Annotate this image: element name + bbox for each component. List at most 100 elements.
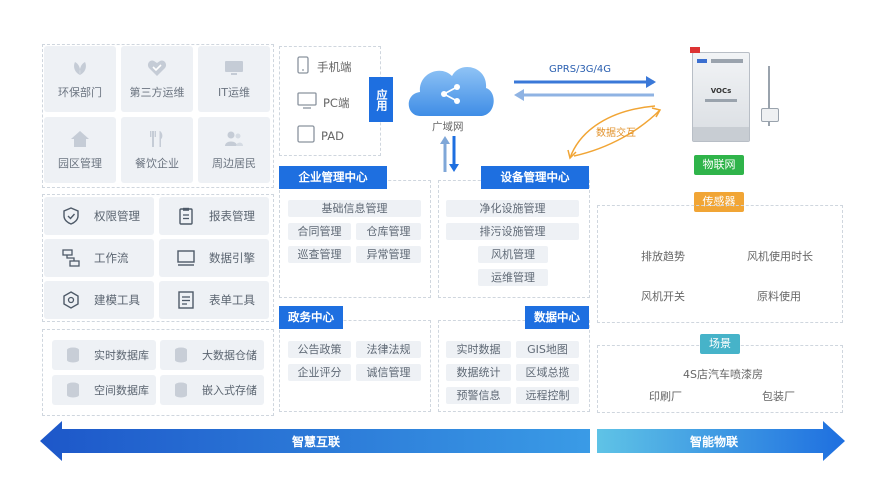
storage-realtime-db[interactable]: 实时数据库 xyxy=(52,340,156,370)
device-brand: VOCs xyxy=(710,87,732,95)
enterprise-item[interactable]: 基础信息管理 xyxy=(288,200,421,217)
dept-tile-it[interactable]: IT运维 xyxy=(198,46,270,112)
client-label: PC端 xyxy=(323,95,350,110)
scene-item: 4S店汽车喷漆房 xyxy=(683,368,763,381)
device-title: 设备管理中心 xyxy=(481,166,589,189)
client-label: PAD xyxy=(321,128,344,143)
device-item[interactable]: 风机管理 xyxy=(478,246,548,263)
storage-label: 空间数据库 xyxy=(94,384,149,397)
gov-panel xyxy=(279,320,431,412)
gov-item[interactable]: 诚信管理 xyxy=(356,364,421,381)
home-icon xyxy=(69,130,91,148)
dept-label: IT运维 xyxy=(218,85,250,99)
dept-tile-residents[interactable]: 周边居民 xyxy=(198,117,270,183)
sensor-panel xyxy=(597,205,843,323)
tool-label: 权限管理 xyxy=(94,209,140,223)
storage-embedded[interactable]: 嵌入式存储 xyxy=(160,375,264,405)
tablet-icon xyxy=(297,125,315,146)
clipboard-icon xyxy=(171,207,201,225)
tool-form[interactable]: 表单工具 xyxy=(159,281,269,319)
enterprise-item[interactable]: 仓库管理 xyxy=(356,223,421,240)
enterprise-item[interactable]: 巡查管理 xyxy=(288,246,351,263)
dept-tile-thirdparty[interactable]: 第三方运维 xyxy=(121,46,193,112)
dept-tile-park[interactable]: 园区管理 xyxy=(44,117,116,183)
dept-label: 餐饮企业 xyxy=(135,156,179,170)
storage-spatial-db[interactable]: 空间数据库 xyxy=(52,375,156,405)
updown-arrows xyxy=(440,136,459,172)
dept-tile-environment[interactable]: 环保部门 xyxy=(44,46,116,112)
tool-label: 数据引擎 xyxy=(209,251,255,265)
sensor-probe-head xyxy=(761,108,779,122)
bottom-right-arrow xyxy=(597,421,845,461)
datacenter-item[interactable]: GIS地图 xyxy=(516,341,579,358)
datacenter-item[interactable]: 实时数据 xyxy=(446,341,511,358)
screen-icon xyxy=(171,250,201,266)
scene-title: 场景 xyxy=(700,334,740,354)
storage-label: 嵌入式存储 xyxy=(202,384,257,397)
tool-modeling[interactable]: 建模工具 xyxy=(44,281,154,319)
sensor-item: 风机开关 xyxy=(641,290,685,303)
sensor-probe xyxy=(768,66,770,126)
dept-label: 第三方运维 xyxy=(129,85,185,99)
monitor-icon xyxy=(297,92,317,113)
sensor-item: 排放趋势 xyxy=(641,250,685,263)
app-label: 应用 xyxy=(369,77,393,122)
tool-label: 报表管理 xyxy=(209,209,255,223)
device-top-box xyxy=(690,47,700,53)
datacenter-item[interactable]: 区域总揽 xyxy=(516,364,579,381)
phone-icon xyxy=(297,56,309,77)
client-mobile[interactable]: 手机端 xyxy=(297,56,352,77)
database-icon xyxy=(58,382,88,398)
form-icon xyxy=(171,291,201,309)
gov-item[interactable]: 企业评分 xyxy=(288,364,351,381)
enterprise-item[interactable]: 异常管理 xyxy=(356,246,421,263)
client-pc[interactable]: PC端 xyxy=(297,92,349,113)
client-pad[interactable]: PAD xyxy=(297,125,344,146)
datacenter-title: 数据中心 xyxy=(525,306,589,329)
scene-item: 包装厂 xyxy=(762,390,795,403)
sensor-item: 原料使用 xyxy=(757,290,801,303)
tool-data-engine[interactable]: 数据引擎 xyxy=(159,239,269,277)
storage-bigdata[interactable]: 大数据仓储 xyxy=(160,340,264,370)
device-item[interactable]: 排污设施管理 xyxy=(446,223,579,240)
tool-report[interactable]: 报表管理 xyxy=(159,197,269,235)
cube-icon xyxy=(56,291,86,309)
tool-label: 工作流 xyxy=(94,251,129,265)
gov-title: 政务中心 xyxy=(279,306,343,329)
datacenter-item[interactable]: 数据统计 xyxy=(446,364,511,381)
people-icon xyxy=(223,130,245,148)
workflow-icon xyxy=(56,249,86,267)
iot-label: 物联网 xyxy=(694,155,744,175)
datacenter-item[interactable]: 预警信息 xyxy=(446,387,511,404)
client-label: 手机端 xyxy=(317,59,352,74)
bottom-right-label: 智能物联 xyxy=(690,435,739,449)
leaf-icon xyxy=(69,59,91,77)
gov-item[interactable]: 法律法规 xyxy=(356,341,421,358)
departments-panel xyxy=(42,44,274,188)
device-item[interactable]: 净化设施管理 xyxy=(446,200,579,217)
dept-label: 周边居民 xyxy=(212,156,256,170)
tool-label: 建模工具 xyxy=(94,293,140,307)
tool-workflow[interactable]: 工作流 xyxy=(44,239,154,277)
heart-icon xyxy=(146,59,168,77)
fork-knife-icon xyxy=(146,130,168,148)
dept-tile-catering[interactable]: 餐饮企业 xyxy=(121,117,193,183)
gov-item[interactable]: 公告政策 xyxy=(288,341,351,358)
device-cabinet: VOCs xyxy=(692,52,750,142)
cloud-icon xyxy=(408,66,494,116)
datacenter-panel xyxy=(438,320,590,412)
datacenter-item[interactable]: 远程控制 xyxy=(516,387,579,404)
tool-permission[interactable]: 权限管理 xyxy=(44,197,154,235)
storage-label: 实时数据库 xyxy=(94,349,149,362)
protocol-label: GPRS/3G/4G xyxy=(549,64,612,75)
enterprise-item[interactable]: 合同管理 xyxy=(288,223,351,240)
device-item[interactable]: 运维管理 xyxy=(478,269,548,286)
sensor-title: 传感器 xyxy=(694,192,744,212)
storage-panel xyxy=(42,329,274,416)
cloud-label: 广域网 xyxy=(432,121,464,133)
dept-label: 园区管理 xyxy=(58,156,102,170)
tools-panel xyxy=(42,194,274,322)
shield-icon xyxy=(56,207,86,225)
bottom-left-label: 智慧互联 xyxy=(292,435,341,449)
database-icon xyxy=(166,347,196,363)
